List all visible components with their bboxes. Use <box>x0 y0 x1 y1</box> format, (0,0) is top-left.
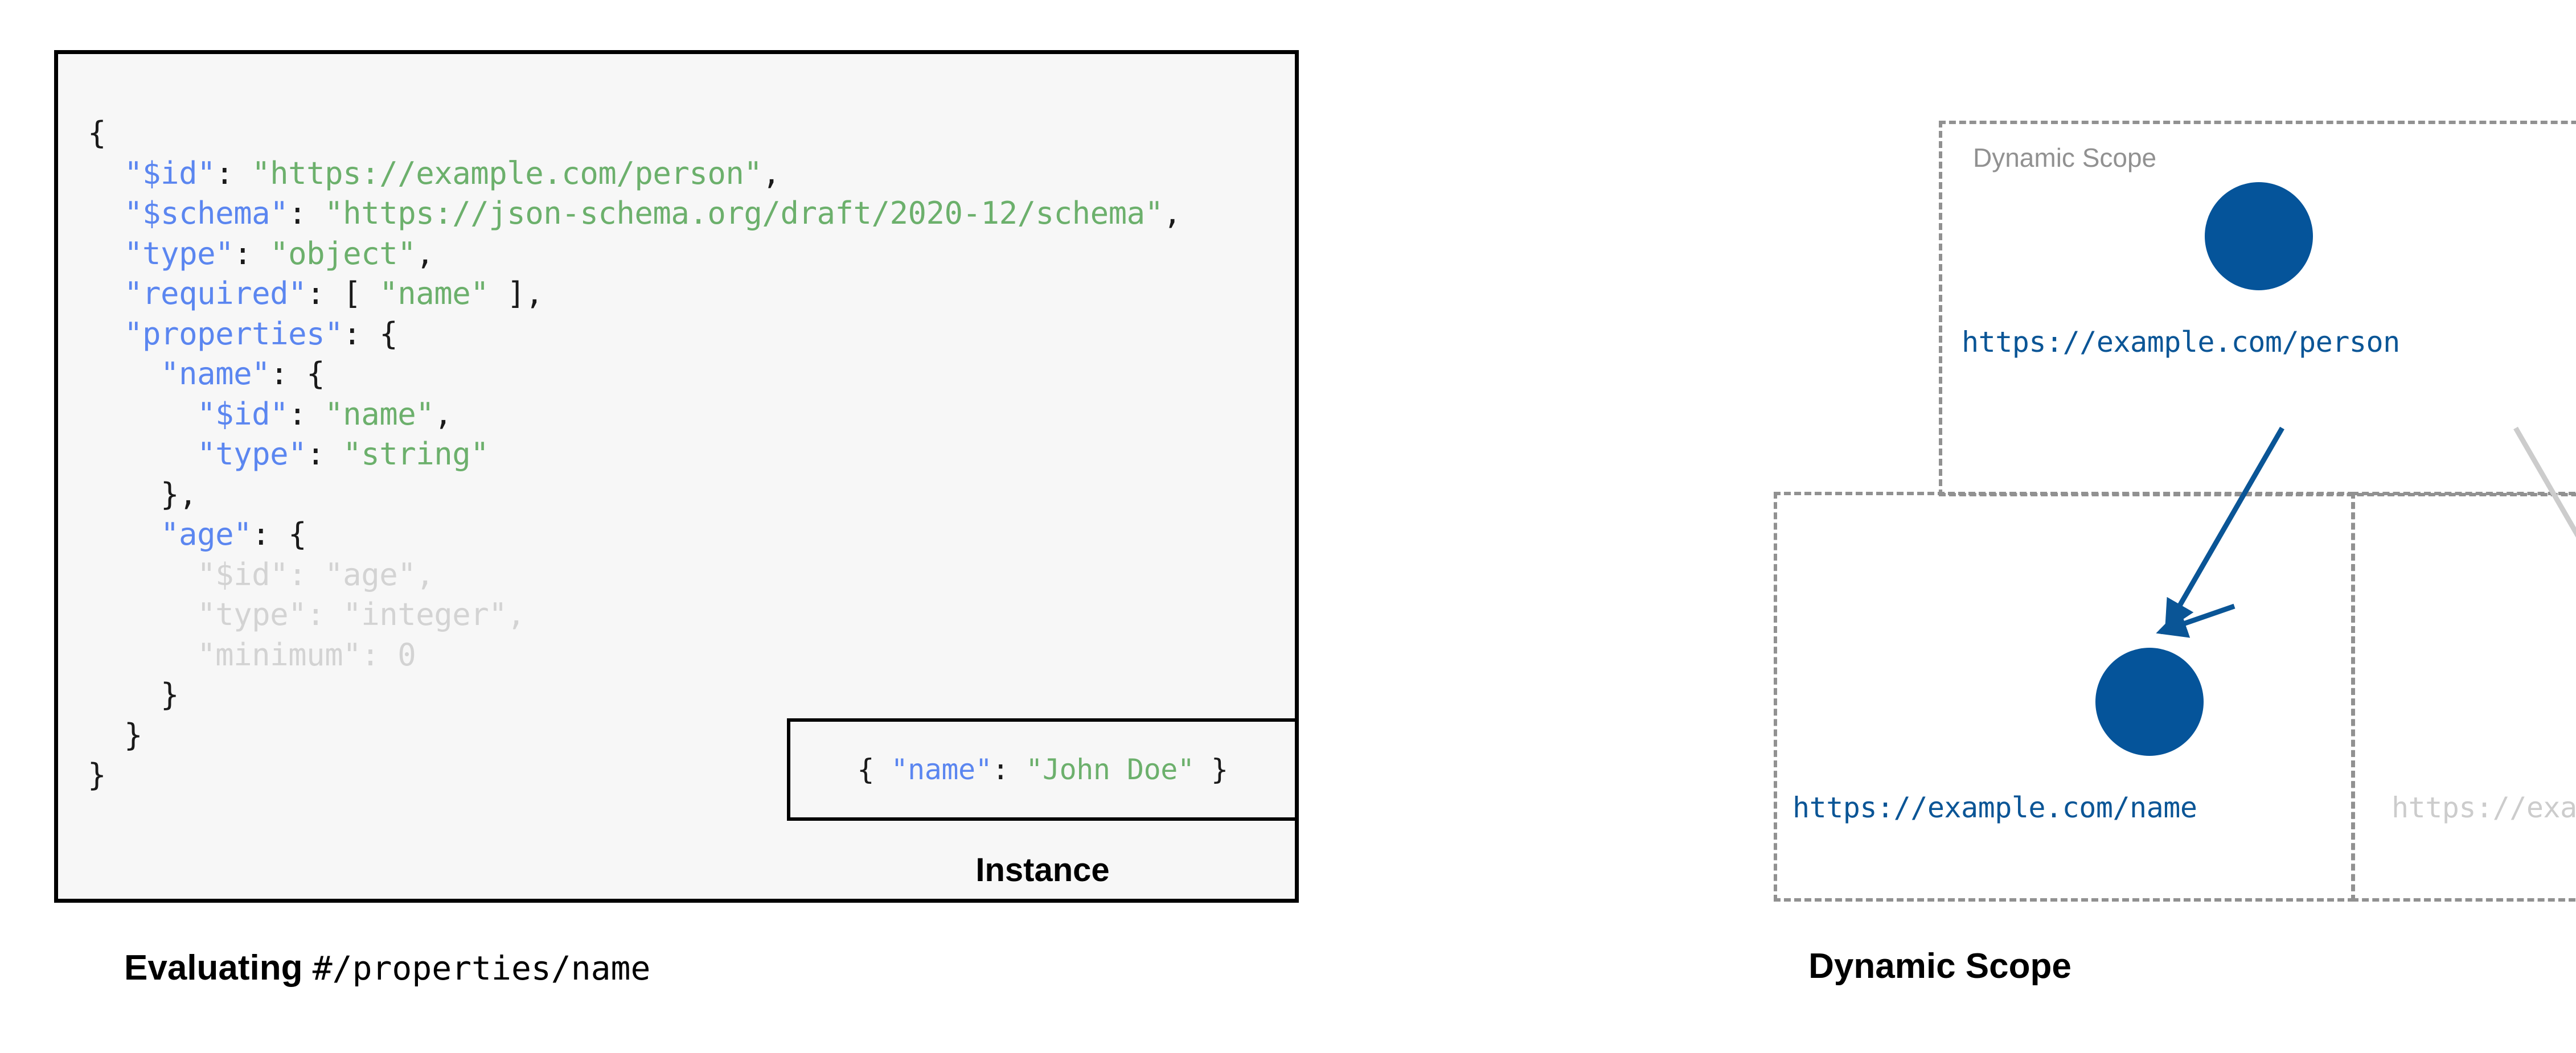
schema-code-text: { "$id": "https://example.com/person", "… <box>88 113 1182 796</box>
code-token: : <box>306 436 343 472</box>
scope-box-age <box>2352 492 2576 902</box>
node-label-person: https://example.com/person <box>1962 326 2400 359</box>
code-token: , <box>416 556 434 593</box>
code-token: "age" <box>325 556 416 593</box>
code-token: "properties" <box>124 315 343 352</box>
code-token: "https://json-schema.org/draft/2020-12/s… <box>325 195 1163 231</box>
code-line: "minimum": 0 <box>88 635 1182 676</box>
code-token <box>88 436 197 472</box>
code-token: "required" <box>124 275 307 311</box>
code-token: : { <box>270 356 325 392</box>
code-token <box>88 557 197 593</box>
code-token: "minimum" <box>197 636 362 673</box>
scope-box-person <box>1939 121 2576 496</box>
code-token: "name" <box>161 356 270 392</box>
code-token: "age" <box>161 516 252 552</box>
code-token: "https://example.com/person" <box>252 155 762 191</box>
code-token: : <box>288 195 325 231</box>
code-line: "$id": "age", <box>88 555 1182 595</box>
code-token: : <box>288 396 325 432</box>
instance-code-token: "John Doe" <box>1026 753 1195 786</box>
code-line: "required": [ "name" ], <box>88 274 1182 314</box>
code-token: "name" <box>325 396 434 432</box>
evaluating-caption-bold: Evaluating <box>124 948 313 988</box>
code-token: , <box>1163 195 1182 231</box>
dynamic-scope-caption: Dynamic Scope <box>1808 947 2072 986</box>
evaluating-caption-pointer: #/properties/name <box>312 949 651 988</box>
code-token <box>88 597 197 632</box>
code-token: ], <box>489 275 544 311</box>
code-line: "type": "integer", <box>88 595 1182 635</box>
code-token: "type" <box>124 235 234 272</box>
evaluating-caption: Evaluating #/properties/name <box>124 948 650 988</box>
code-line: } <box>88 755 1182 796</box>
code-token: : <box>306 597 343 632</box>
dynamic-scope-diagram: Dynamic Scope https://example.com/person… <box>1304 0 2576 1053</box>
code-token: }, <box>88 476 198 512</box>
code-token <box>88 356 161 392</box>
node-label-age: https://example.com/age <box>2392 791 2576 824</box>
code-token: : <box>288 556 325 593</box>
code-token: "type" <box>197 597 307 632</box>
code-token: { <box>88 115 106 151</box>
code-token: : <box>233 235 270 272</box>
schema-code-box: { "$id": "https://example.com/person", "… <box>54 50 1299 903</box>
code-token <box>88 316 124 352</box>
code-line: "$id": "name", <box>88 394 1182 435</box>
instance-code-text: { "name": "John Doe" } <box>857 753 1228 786</box>
code-token: } <box>88 757 106 793</box>
scope-box-name <box>1774 492 2355 902</box>
node-label-name: https://example.com/name <box>1792 791 2197 824</box>
code-token: } <box>88 677 179 713</box>
code-token: : <box>361 636 398 673</box>
code-token: "$schema" <box>124 195 289 231</box>
code-token: "$id" <box>197 396 289 432</box>
code-line: "properties": { <box>88 314 1182 355</box>
code-token: "string" <box>343 436 489 472</box>
code-line: "type": "string" <box>88 434 1182 475</box>
schema-panel: { "$id": "https://example.com/person", "… <box>54 50 1299 988</box>
code-token: "object" <box>270 235 416 272</box>
code-token <box>88 236 124 272</box>
code-line: "name": { <box>88 354 1182 394</box>
code-line: { <box>88 113 1182 154</box>
code-token <box>88 396 197 432</box>
instance-caption: Instance <box>975 852 1110 889</box>
code-token: , <box>434 396 453 432</box>
code-token: "type" <box>197 436 307 472</box>
code-token: 0 <box>397 636 416 673</box>
code-line: "age": { <box>88 515 1182 555</box>
node-circle-person[interactable] <box>2205 182 2313 290</box>
code-token: , <box>762 155 781 191</box>
code-token: "$id" <box>124 155 216 191</box>
code-token: , <box>507 597 526 632</box>
code-token: "name" <box>379 275 489 311</box>
code-line: "$schema": "https://json-schema.org/draf… <box>88 194 1182 234</box>
scope-label-dynamic-scope: Dynamic Scope <box>1973 143 2157 172</box>
node-circle-name[interactable] <box>2095 648 2204 756</box>
code-token: "$id" <box>197 556 289 593</box>
code-token: } <box>88 717 143 753</box>
code-token <box>88 155 124 191</box>
code-token: : [ <box>306 275 380 311</box>
instance-box: { "name": "John Doe" } <box>787 718 1298 821</box>
code-token: : { <box>252 516 307 552</box>
code-token: , <box>416 235 434 272</box>
code-token <box>88 275 124 311</box>
code-line: "$id": "https://example.com/person", <box>88 154 1182 194</box>
code-token <box>88 516 161 552</box>
code-line: "type": "object", <box>88 234 1182 274</box>
instance-code-token: { <box>857 753 891 786</box>
instance-code-token: : <box>992 753 1026 786</box>
code-line: } <box>88 715 1182 756</box>
instance-code-token: } <box>1194 753 1228 786</box>
code-token: : { <box>343 315 398 352</box>
code-token <box>88 637 197 673</box>
code-token <box>88 195 124 231</box>
instance-code-token: "name" <box>891 753 992 786</box>
code-line: }, <box>88 475 1182 515</box>
code-token: "integer" <box>343 597 507 632</box>
code-token: : <box>215 155 252 191</box>
code-line: } <box>88 675 1182 715</box>
